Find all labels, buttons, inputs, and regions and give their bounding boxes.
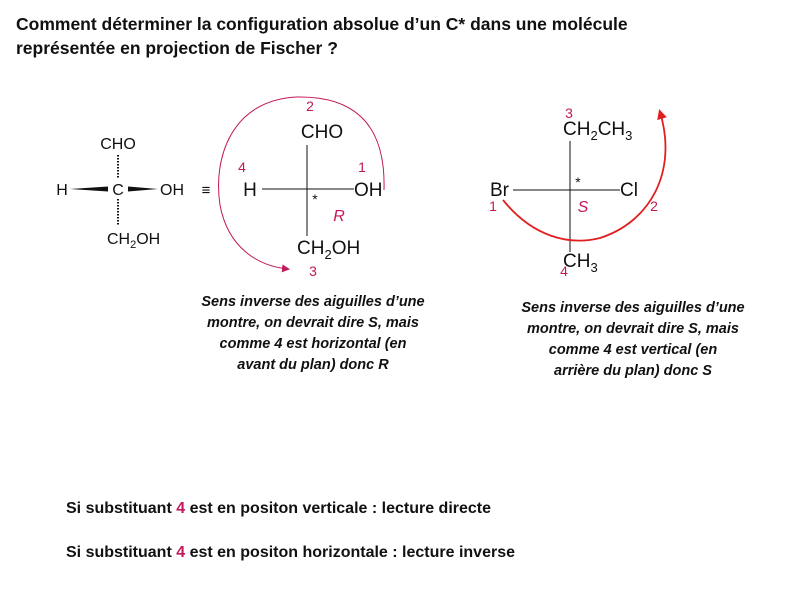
title-line-1: Comment déterminer la configuration abso… [16,14,628,34]
mid-rotation-arrow [218,96,385,273]
rule-horizontal-number: 4 [176,544,186,561]
caption-middle: Sens inverse des aiguilles d’une montre,… [201,294,425,373]
left-molecule: CHO H C OH CH2OH ≡ [56,136,210,251]
mid-config-label: R [333,208,345,225]
right-cl-atom: Cl [620,180,638,201]
right-priority-bottom: 4 [560,263,568,279]
left-top-group: CHO [100,136,136,153]
title-line-2: représentée en projection de Fischer ? [16,38,338,58]
left-bottom-group: CH2OH [107,231,160,251]
mid-priority-right: 1 [358,159,366,175]
left-h-atom: H [56,182,68,199]
right-priority-top: 3 [565,105,573,121]
mid-priority-bottom: 3 [309,263,317,279]
right-br-atom: Br [490,180,510,201]
right-chiral-star: * [575,174,581,190]
right-priority-right: 2 [650,198,658,214]
rule-vertical: Si substituant 4 est en positon vertical… [66,500,492,517]
mid-bottom-group: CH2OH [297,238,360,262]
right-molecule: 3 CH2CH3 Br Cl * S 1 2 CH3 4 [489,105,667,279]
mid-chiral-star: * [312,191,318,207]
mid-oh-group: OH [354,180,383,201]
right-config-label: S [578,199,589,216]
left-wedge-bond-right [128,186,158,192]
rule-horizontal: Si substituant 4 est en positon horizont… [66,544,515,561]
equivalence-sign: ≡ [202,182,211,199]
middle-molecule: 2 CHO 4 H 1 OH * R CH2OH 3 [218,96,385,279]
page-title: Comment déterminer la configuration abso… [16,12,776,60]
rule-vertical-number: 4 [176,500,186,517]
mid-priority-top: 2 [306,98,314,114]
mid-h-atom: H [243,180,257,201]
mid-priority-left: 4 [238,159,246,175]
right-rotation-arrow [502,109,667,242]
left-center-carbon: C [112,182,124,199]
right-bottom-group: CH3 [563,251,598,275]
mid-top-group: CHO [301,122,343,143]
caption-right: Sens inverse des aiguilles d’une montre,… [521,300,745,379]
right-priority-left: 1 [489,198,497,214]
right-top-group: CH2CH3 [563,119,632,143]
left-wedge-bond-left [70,186,108,192]
left-oh-group: OH [160,182,184,199]
